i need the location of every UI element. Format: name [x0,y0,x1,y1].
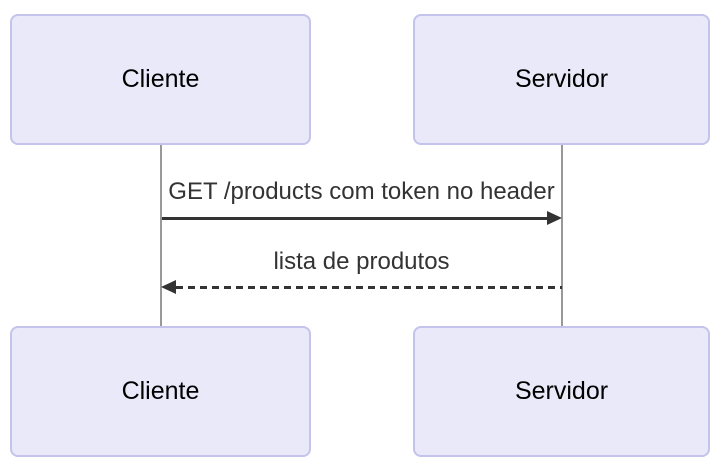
actor-box-servidor-top: Servidor [413,14,710,145]
actor-label-cliente: Cliente [121,65,200,93]
message-line-response [176,286,562,289]
actor-box-servidor-bottom: Servidor [413,326,710,457]
actor-label-servidor-bottom: Servidor [514,377,609,405]
arrowhead-right-icon [547,211,562,225]
actor-label-cliente-bottom: Cliente [121,377,200,405]
arrowhead-left-icon [161,280,176,294]
message-line-request [162,217,550,220]
message-label-request: GET /products com token no header [168,178,555,205]
actor-box-cliente-top: Cliente [10,14,311,145]
actor-label-servidor: Servidor [514,65,609,93]
lifeline-servidor [561,145,563,328]
message-label-response: lista de produtos [273,248,450,275]
actor-box-cliente-bottom: Cliente [10,326,311,457]
lifeline-cliente [160,145,162,328]
